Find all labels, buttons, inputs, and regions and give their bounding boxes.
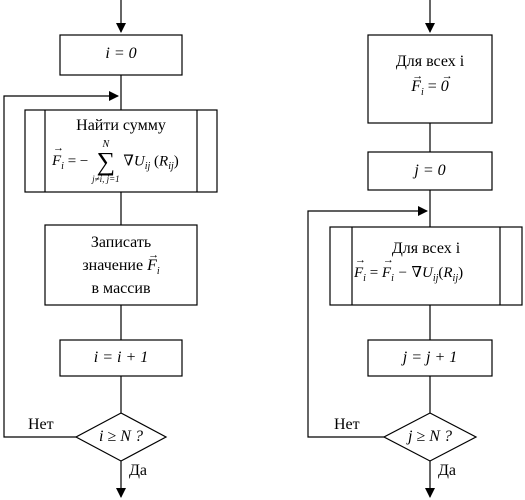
- right-no-label: Нет: [334, 416, 360, 433]
- right-init-line1: Для всех i: [395, 53, 465, 70]
- force-vector: F: [382, 254, 394, 282]
- zero-vector: 0: [441, 66, 453, 97]
- left-record-line3: в массив: [91, 280, 151, 297]
- left-increment-text: i = i + 1: [93, 349, 149, 366]
- sum-operator: N ∑ j≠i, j=1: [92, 139, 120, 185]
- left-no-label: Нет: [28, 416, 54, 433]
- force-vector: F: [147, 245, 159, 276]
- right-subroutine-box: [329, 226, 523, 306]
- force-vector: F: [354, 254, 366, 282]
- left-sum-formula: Fi = − N ∑ j≠i, j=1 ∇Uij (Rij): [52, 139, 179, 185]
- right-condition-text: j ≥ N ?: [408, 428, 452, 445]
- left-find-sum-text: Найти сумму: [76, 117, 166, 134]
- right-j-init-text: j = 0: [414, 162, 446, 179]
- left-yes-label: Да: [129, 462, 148, 479]
- right-increment-text: j = j + 1: [402, 349, 458, 366]
- right-loop-line1: Для всех i: [391, 240, 461, 257]
- left-condition-text: i ≥ N ?: [99, 428, 143, 445]
- left-init-text: i = 0: [105, 45, 137, 62]
- right-yes-label: Да: [438, 462, 457, 479]
- left-record-line2: значение Fi: [45, 245, 197, 278]
- left-record-line1: Записать: [90, 234, 152, 251]
- left-loop-back-arrow: [3, 91, 119, 438]
- force-vector: F: [52, 142, 64, 170]
- right-init-formula: Fi = 0: [368, 66, 492, 99]
- right-loop-back-arrow: [307, 206, 428, 438]
- force-vector: F: [411, 66, 423, 97]
- right-loop-formula: Fi = Fi − ∇Uij(Rij): [354, 254, 463, 284]
